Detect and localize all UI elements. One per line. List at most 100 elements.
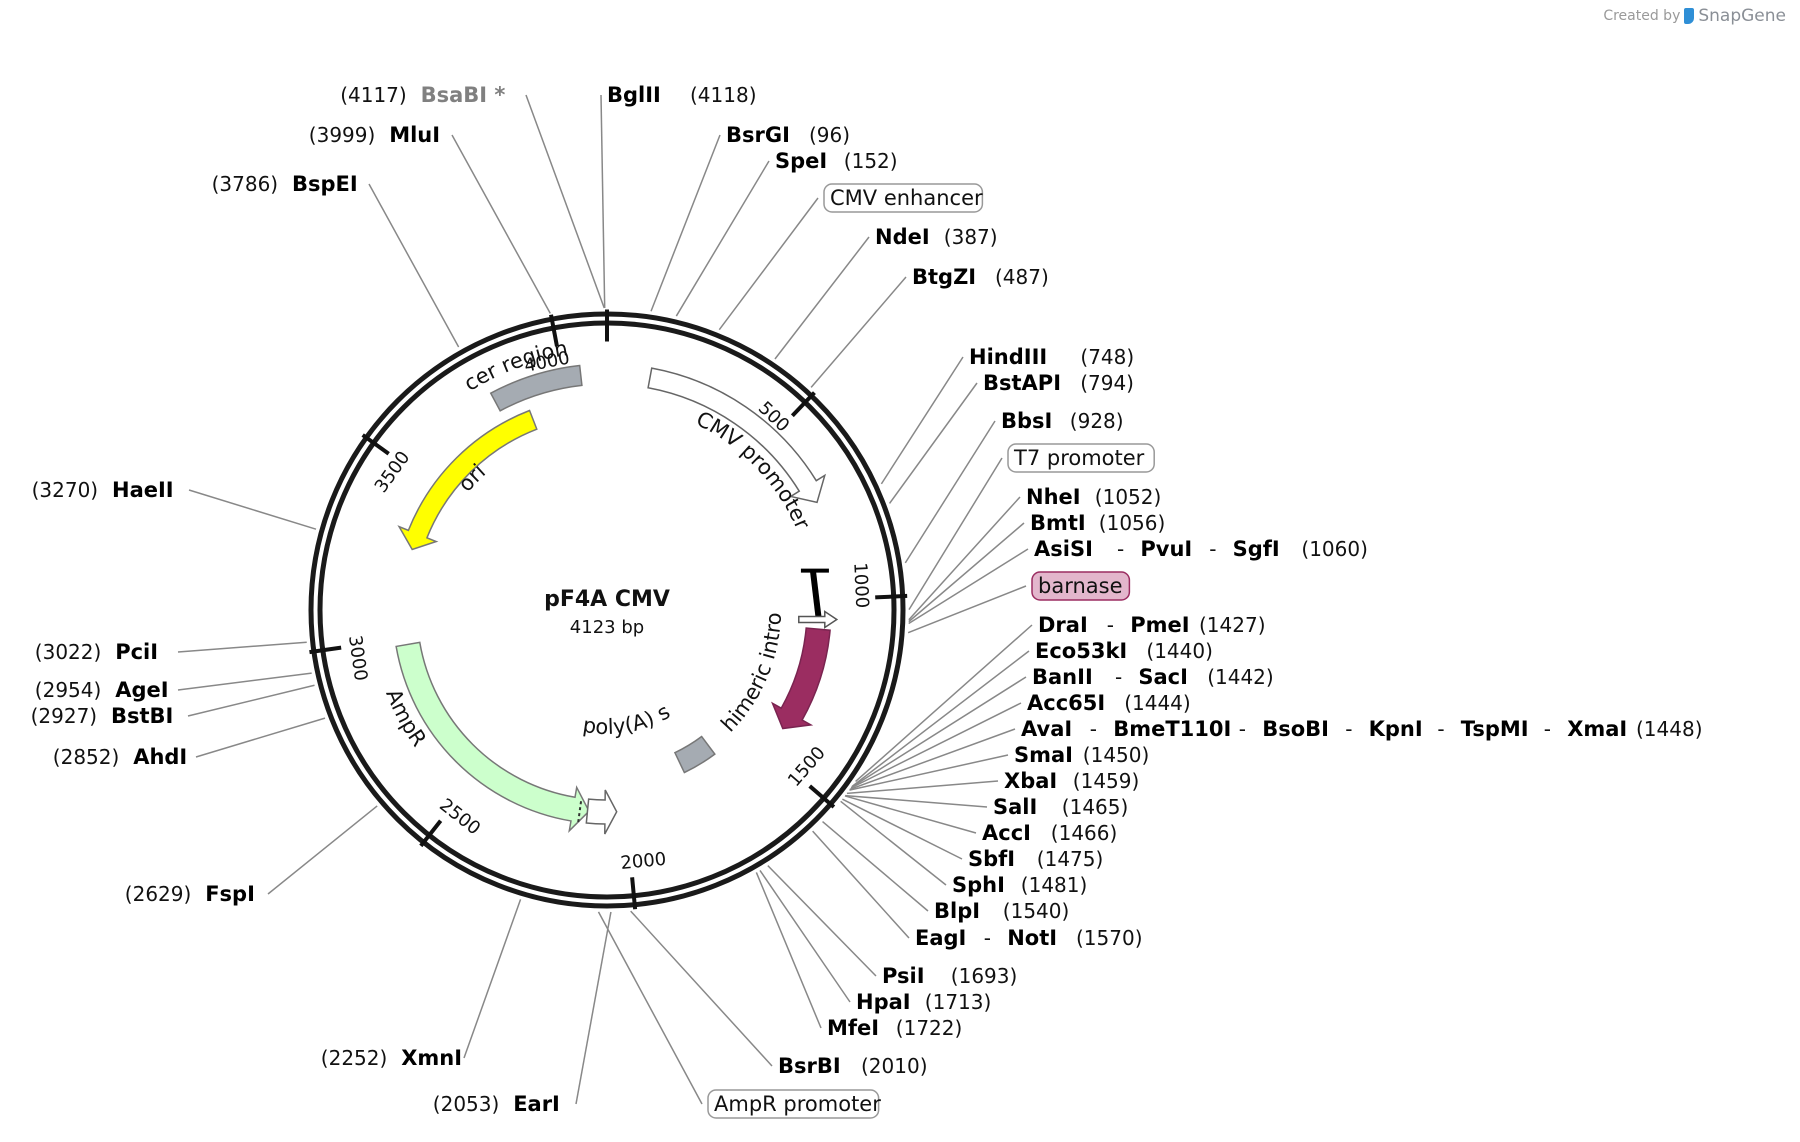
leader-line (846, 780, 999, 795)
label-mfei: MfeI(1722) (827, 1016, 962, 1040)
feature-box (707, 1089, 880, 1119)
label-ahdi: (2852)AhdI (53, 745, 187, 769)
site-position: (152) (844, 149, 898, 173)
leader-line (888, 382, 978, 504)
tick-label: 2000 (620, 849, 668, 874)
site-position: (1052) (1095, 485, 1162, 509)
site-position: (4118) (690, 83, 757, 107)
feature-sv40-poly-a-signal (673, 735, 716, 774)
tick-mark (630, 877, 638, 910)
ampr-promoter-boundary (577, 798, 583, 823)
label-barnase: barnase (1031, 571, 1131, 601)
label-fspi: (2629)FspI (125, 882, 255, 906)
site-position: (2629) (125, 882, 192, 906)
snapgene-logo-icon (1684, 8, 1695, 24)
leader-line (849, 728, 1016, 791)
site-position: (928) (1070, 409, 1124, 433)
feature-ampr (395, 641, 590, 833)
enzyme-name: XbaI (1004, 769, 1057, 793)
chimeric-intron-arrow (798, 610, 839, 629)
site-position: (1450) (1083, 743, 1150, 767)
leader-line (368, 183, 460, 348)
leader-line (810, 276, 907, 388)
label-acc65i: Acc65I(1444) (1027, 691, 1191, 715)
label-cmv-enhancer: CMV enhancer (823, 183, 984, 213)
label-btgzi: BtgZI(487) (912, 265, 1049, 289)
leader-line (904, 420, 996, 564)
enzyme-name: BtgZI (912, 265, 976, 289)
feature-box-text: barnase (1038, 574, 1123, 598)
enzyme-name: SacI (1138, 665, 1188, 689)
leader-line (267, 805, 378, 895)
leader-line (177, 672, 312, 691)
site-position: (1481) (1021, 873, 1088, 897)
tick-mark (361, 433, 390, 456)
label-nhei: NheI(1052) (1026, 485, 1161, 509)
leader-line (851, 676, 1027, 788)
leader-line (845, 794, 988, 808)
enzyme-name: XmaI (1567, 717, 1627, 741)
feature-box-text: AmpR promoter (714, 1092, 881, 1116)
site-position: (1570) (1076, 926, 1143, 950)
leader-line (774, 236, 870, 360)
label-psii: PsiI(1693) (882, 964, 1017, 988)
label-spei: SpeI (152) (775, 149, 898, 173)
leader-line (812, 830, 910, 939)
site-position: (1693) (951, 964, 1018, 988)
tick-mark (875, 593, 908, 600)
tick-label: 3000 (344, 634, 371, 682)
leader-line (855, 624, 1033, 783)
enzyme-name: NotI (1007, 926, 1057, 950)
enzyme-name: MluI (389, 123, 440, 147)
label-pcii: (3022)PciI (35, 640, 158, 664)
label-bsrbi: BsrBI(2010) (778, 1054, 928, 1078)
enzyme-name: SalI (993, 795, 1037, 819)
tick-mark (419, 819, 443, 848)
created-by-credit: Created by SnapGene (1603, 6, 1786, 26)
feature-box (823, 183, 984, 213)
leader-line (755, 872, 822, 1029)
credit-prefix: Created by (1603, 8, 1681, 24)
tick-mark (790, 391, 816, 418)
tick-mark (808, 784, 836, 809)
enzyme-name: BspEI (292, 172, 358, 196)
leader-line (851, 650, 1030, 787)
site-position: (3786) (212, 172, 279, 196)
feature-ampr-promoter (585, 789, 618, 835)
enzyme-name: EagI (915, 926, 966, 950)
enzyme-name: BmeT110I (1113, 717, 1231, 741)
enzyme-name: PciI (115, 640, 158, 664)
label-hindiii: HindIII(748) (969, 345, 1134, 369)
tick-label: 2500 (435, 795, 484, 840)
label-eari: (2053)EarI (433, 1092, 560, 1116)
plasmid-length: 4123 bp (570, 617, 644, 638)
leader-line (822, 820, 929, 912)
site-position: (96) (809, 123, 850, 147)
leader-line (908, 548, 1029, 625)
enzyme-name: SbfI (968, 847, 1015, 871)
leader-line (597, 911, 703, 1105)
leader-line (907, 585, 1027, 634)
enzyme-name: AsiSI (1034, 537, 1093, 561)
enzyme-name: BbsI (1001, 409, 1052, 433)
tick-mark (309, 645, 342, 655)
label-bsabi: (4117)BsaBI * (340, 83, 505, 107)
enzyme-name: Acc65I (1027, 691, 1105, 715)
leader-line (630, 910, 773, 1067)
label-sbfi: SbfI(1475) (968, 847, 1103, 871)
site-position: (748) (1080, 345, 1134, 369)
label-bstapi: BstAPI(794) (983, 371, 1134, 395)
enzyme-name: XmnI (401, 1046, 462, 1070)
leader-line (600, 94, 606, 309)
leader-line (195, 717, 326, 758)
enzyme-name: SpeI (775, 149, 827, 173)
enzyme-name: PmeI (1130, 613, 1189, 637)
enzyme-name: BmtI (1030, 511, 1086, 535)
site-position: (2852) (53, 745, 120, 769)
separator: - (1209, 537, 1216, 561)
label-bmti: BmtI(1056) (1030, 511, 1165, 535)
site-position: (2010) (861, 1054, 928, 1078)
site-position: (2927) (31, 704, 98, 728)
enzyme-name: KpnI (1369, 717, 1423, 741)
